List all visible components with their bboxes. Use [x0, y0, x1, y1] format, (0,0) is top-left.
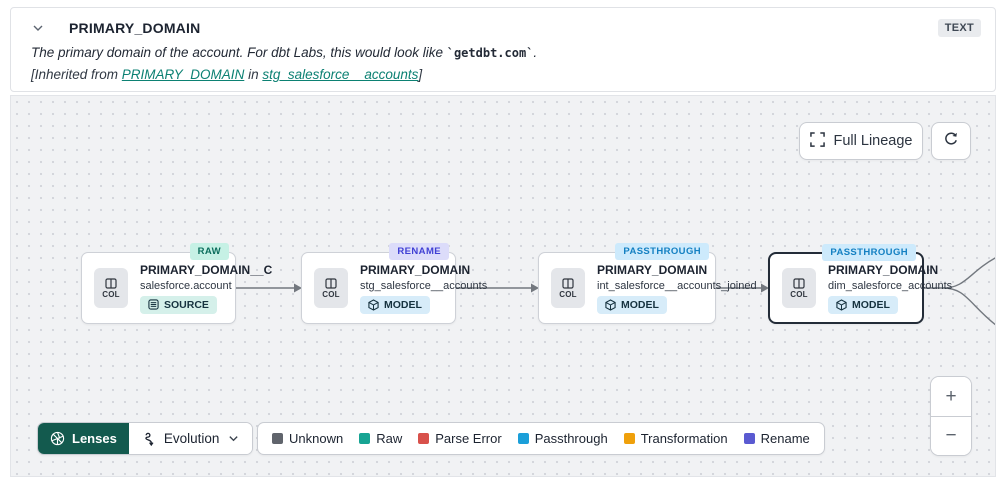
evolution-badge: RAW [189, 243, 229, 260]
zoom-in-button[interactable]: + [931, 377, 971, 416]
legend-item: Rename [743, 431, 810, 446]
legend-item: Unknown [272, 431, 343, 446]
resource-kind-badge: SOURCE [140, 295, 217, 314]
legend-swatch-raw [359, 433, 371, 444]
columns-icon [793, 277, 805, 289]
inherited-model-link[interactable]: stg_salesforce__accounts [262, 67, 419, 82]
column-type-chip: COL [782, 268, 816, 308]
lens-select-dropdown[interactable]: Evolution [128, 423, 253, 454]
column-type-chip: COL [551, 268, 585, 308]
node-model-name: stg_salesforce__accounts [360, 279, 488, 292]
column-type-chip: COL [314, 268, 348, 308]
legend-item: Raw [359, 431, 402, 446]
node-column-name: PRIMARY_DOMAIN [828, 262, 939, 277]
refresh-icon [943, 131, 959, 151]
columns-icon [325, 277, 337, 289]
refresh-button[interactable] [931, 122, 971, 160]
resource-kind-badge: MODEL [360, 295, 430, 314]
lens-toolbar: Lenses Evolution [37, 422, 254, 455]
node-model-name: int_salesforce__accounts_joined [597, 279, 757, 292]
node-model-name: dim_salesforce_accounts [828, 279, 953, 292]
lineage-node-dim-selected[interactable]: PASSTHROUGH COL PRIMARY_DOMAIN dim_sales… [768, 244, 952, 324]
evolution-icon [145, 432, 154, 446]
aperture-icon [50, 431, 65, 446]
model-icon [368, 298, 379, 311]
node-column-name: PRIMARY_DOMAIN [360, 262, 471, 277]
model-icon [836, 298, 847, 311]
model-icon [605, 298, 616, 311]
columns-icon [105, 277, 117, 289]
legend-swatch-parse-error [418, 433, 430, 444]
node-model-name: salesforce.account [140, 279, 232, 292]
node-column-name: PRIMARY_DOMAIN [597, 262, 708, 277]
evolution-badge: PASSTHROUGH [615, 243, 709, 260]
inherited-column-link[interactable]: PRIMARY_DOMAIN [121, 67, 245, 82]
expand-icon [809, 131, 825, 151]
legend-item: Parse Error [418, 431, 502, 446]
evolution-badge: RENAME [389, 243, 449, 260]
column-header-card: PRIMARY_DOMAIN TEXT The primary domain o… [10, 7, 996, 92]
inline-code: `getdbt.com` [446, 46, 534, 60]
resource-kind-badge: MODEL [828, 295, 898, 314]
evolution-legend: Unknown Raw Parse Error Passthrough Tran… [257, 422, 825, 455]
source-icon [148, 299, 159, 310]
legend-swatch-rename [743, 433, 755, 444]
data-type-badge: TEXT [937, 19, 981, 37]
evolution-badge: PASSTHROUGH [822, 244, 916, 261]
inherited-note: [Inherited from PRIMARY_DOMAIN in stg_sa… [31, 67, 423, 82]
full-lineage-button[interactable]: Full Lineage [799, 122, 923, 160]
lineage-node-staging[interactable]: RENAME COL PRIMARY_DOMAIN stg_salesforce… [301, 243, 487, 324]
column-description: The primary domain of the account. For d… [31, 45, 538, 60]
zoom-controls: + − [930, 376, 972, 456]
column-title: PRIMARY_DOMAIN [69, 20, 201, 36]
node-column-name: PRIMARY_DOMAIN__C [140, 262, 273, 277]
legend-item: Passthrough [517, 431, 608, 446]
collapse-chevron-icon[interactable] [29, 19, 47, 37]
legend-swatch-unknown [272, 433, 283, 444]
columns-icon [562, 277, 574, 289]
full-lineage-label: Full Lineage [833, 133, 913, 149]
legend-swatch-transformation [623, 433, 635, 444]
column-type-chip: COL [94, 268, 128, 308]
lineage-canvas[interactable]: Full Lineage RAW COL PRIMARY_DOMAIN__C s… [10, 95, 996, 477]
chevron-down-icon [229, 436, 239, 442]
resource-kind-badge: MODEL [597, 295, 667, 314]
legend-item: Transformation [623, 431, 728, 446]
lineage-node-source[interactable]: RAW COL PRIMARY_DOMAIN__C salesforce.acc… [81, 243, 272, 324]
lenses-button[interactable]: Lenses [38, 423, 129, 454]
zoom-out-button[interactable]: − [931, 416, 971, 455]
legend-swatch-passthrough [517, 433, 529, 444]
lineage-node-intermediate[interactable]: PASSTHROUGH COL PRIMARY_DOMAIN int_sales… [538, 243, 757, 324]
